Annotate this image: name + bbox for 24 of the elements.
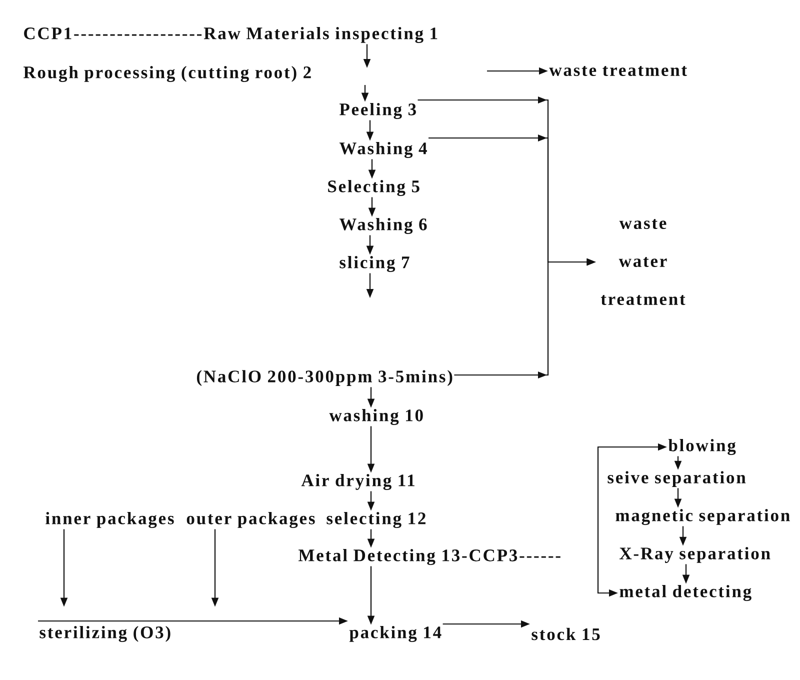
step-label: packing 14 (349, 626, 442, 642)
step-label: Selecting 5 (328, 180, 420, 196)
step-label: waste treatment (549, 66, 688, 76)
step-label: blowing (668, 439, 736, 455)
step-label: CCP1------------------Raw Materials inspecting 1 (24, 27, 438, 43)
step-label: magnetic separation (616, 509, 790, 525)
step-label: slicing 7 (340, 256, 410, 272)
step-label: washing 10 (329, 409, 423, 425)
step-label: sterilizing (O3) (40, 626, 170, 642)
step-label: Washing 6 (339, 218, 427, 234)
step-label: Peeling 3 (340, 103, 416, 119)
step-label: waste water treatment (600, 219, 686, 306)
step-label: outer packages (186, 512, 315, 528)
step-label: Metal Detecting 13-CCP3------ (298, 549, 560, 565)
step-label: metal detecting (620, 585, 752, 601)
step-label: Washing 4 (339, 142, 427, 158)
step-label: stock 15 (532, 628, 600, 640)
step-label: Air drying 11 (301, 474, 414, 490)
step-label: selecting 12 (326, 512, 426, 528)
step-label: seive separation (608, 471, 746, 487)
step-label: inner packages (46, 512, 174, 528)
step-label: X-Ray separation (620, 547, 770, 563)
step-label: (NaClO 200-300ppm 3-5mins) (196, 370, 452, 386)
step-label: Rough processing (cutting root) 2 (24, 66, 311, 82)
